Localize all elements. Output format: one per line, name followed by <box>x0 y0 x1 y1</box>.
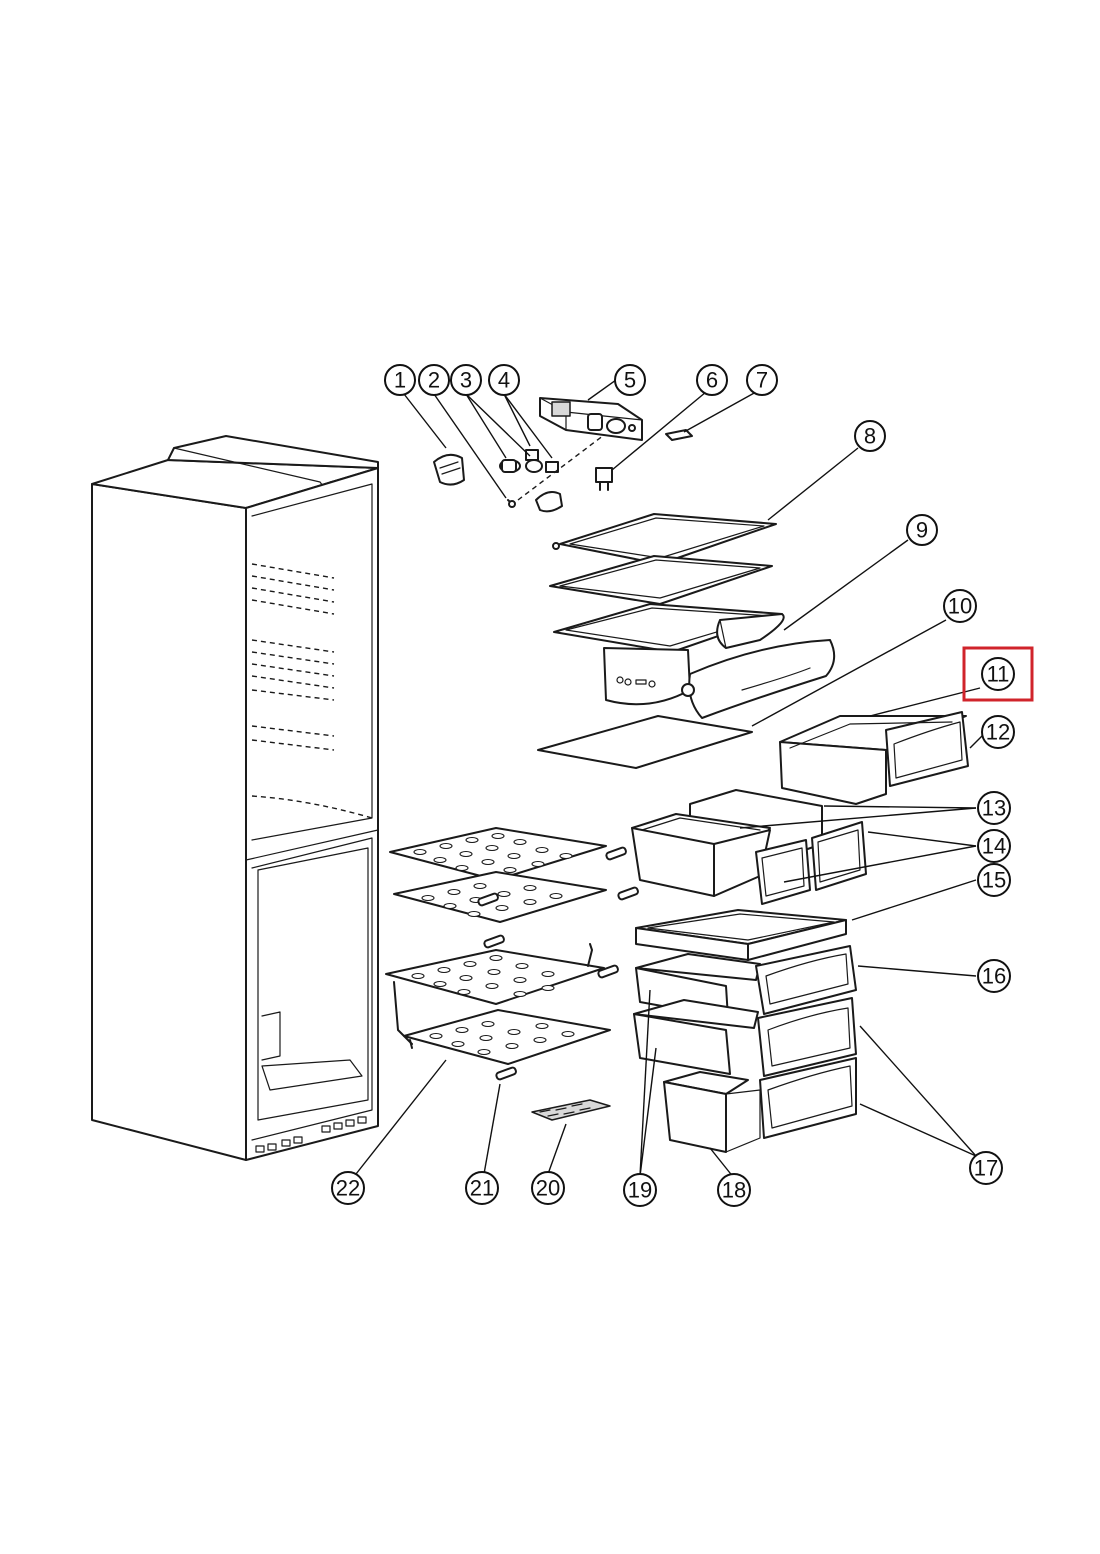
callout-label: 11 <box>987 662 1010 687</box>
thermostat-part <box>595 467 613 491</box>
callout-label: 1 <box>394 368 406 393</box>
rack-holes <box>413 832 573 874</box>
callout-3: 3 <box>450 364 482 396</box>
callout-12: 12 <box>981 715 1015 749</box>
wire-rack-4 <box>403 1009 611 1081</box>
wire-rack-2 <box>393 871 639 923</box>
callout-label: 15 <box>982 868 1006 893</box>
callout-16: 16 <box>977 959 1011 993</box>
callout-22: 22 <box>331 1171 365 1205</box>
wire-rack-1 <box>389 827 627 881</box>
callout-label: 7 <box>756 368 768 393</box>
callout-13: 13 <box>977 791 1011 825</box>
light-cover-part <box>433 453 465 486</box>
screw-part <box>507 499 516 508</box>
callout-5: 5 <box>614 364 646 396</box>
callout-4: 4 <box>488 364 520 396</box>
callout-label: 2 <box>428 368 440 393</box>
callout-19: 19 <box>623 1173 657 1207</box>
callout-label: 6 <box>706 368 718 393</box>
crisper-drawer-upper <box>779 711 969 805</box>
callout-18: 18 <box>717 1173 751 1207</box>
freezer-tray <box>635 909 847 961</box>
switch-part <box>525 449 559 473</box>
shelf-with-fan-housing <box>553 603 836 719</box>
callout-label: 4 <box>498 368 510 393</box>
leader-lines <box>355 379 983 1179</box>
callout-2: 2 <box>418 364 450 396</box>
callout-label: 20 <box>536 1176 560 1201</box>
light-cover-lower-part <box>535 491 563 513</box>
callout-label: 5 <box>624 368 636 393</box>
callout-label: 13 <box>982 796 1006 821</box>
callout-label: 10 <box>948 594 972 619</box>
freezer-drawer-bottom <box>663 1057 857 1153</box>
callout-label: 17 <box>974 1156 998 1181</box>
rack-holes <box>411 954 555 998</box>
callout-label: 16 <box>982 964 1006 989</box>
callout-1: 1 <box>384 364 416 396</box>
refrigerator-cabinet <box>91 435 379 1161</box>
bulb-holder-part <box>499 459 521 473</box>
callout-17: 17 <box>969 1151 1003 1185</box>
callout-11: 11 <box>981 657 1015 691</box>
control-panel-part <box>539 397 643 441</box>
glass-shelf-middle <box>549 555 773 605</box>
callout-label: 18 <box>722 1178 746 1203</box>
rack-holes <box>429 1020 575 1056</box>
freezer-drawer-middle <box>633 997 857 1077</box>
callout-label: 3 <box>460 368 472 393</box>
callout-label: 22 <box>336 1176 360 1201</box>
callout-8: 8 <box>854 420 886 452</box>
wire-rack-3 <box>385 943 619 1045</box>
callout-label: 19 <box>628 1178 652 1203</box>
callout-21: 21 <box>465 1171 499 1205</box>
callout-balloons: 1 2 3 4 5 6 7 8 9 10 11 12 13 14 15 16 1… <box>331 364 1015 1207</box>
bin-front-panel-right <box>811 821 867 891</box>
callout-15: 15 <box>977 863 1011 897</box>
callout-6: 6 <box>696 364 728 396</box>
callout-label: 21 <box>470 1176 494 1201</box>
callout-label: 9 <box>916 518 928 543</box>
highlight-box-callout-11 <box>962 646 1034 702</box>
glass-shelf-upper <box>552 513 777 565</box>
clip-part <box>665 429 693 441</box>
cabinet-vents <box>255 1116 367 1153</box>
callout-7: 7 <box>746 364 778 396</box>
ice-tray <box>531 1099 611 1121</box>
callout-20: 20 <box>531 1171 565 1205</box>
rack-holes <box>421 882 563 918</box>
glass-shelf-lower <box>537 715 753 769</box>
callout-label: 14 <box>982 834 1006 859</box>
callout-9: 9 <box>906 514 938 546</box>
callout-label: 8 <box>864 424 876 449</box>
bulb-part <box>525 459 543 473</box>
callout-10: 10 <box>943 589 977 623</box>
callout-14: 14 <box>977 829 1011 863</box>
callout-label: 12 <box>986 720 1010 745</box>
bin-front-panel-left <box>755 839 811 905</box>
bin-upper-front <box>631 813 771 897</box>
